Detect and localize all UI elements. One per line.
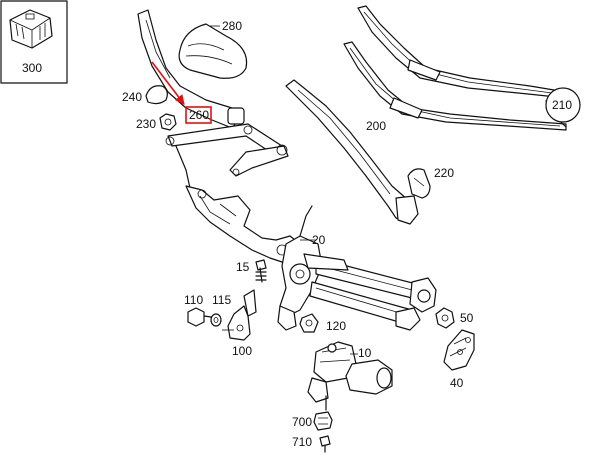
- part-20-wiper-frame: 20: [185, 185, 437, 331]
- label-300: 300: [22, 61, 42, 75]
- label-120: 120: [326, 319, 346, 333]
- highlight-260: 260: [151, 61, 212, 124]
- part-40-bracket: 40: [443, 329, 475, 390]
- part-15-bolt: 15: [236, 259, 267, 283]
- label-110: 110: [184, 293, 203, 307]
- part-240-cap: 240: [122, 85, 168, 105]
- highlight-arrow-head: [175, 94, 185, 105]
- label-20: 20: [312, 233, 326, 247]
- inset-frame: [0, 0, 68, 84]
- label-260: 260: [189, 108, 209, 122]
- part-220-cap: 220: [407, 166, 454, 199]
- highlight-box: [185, 106, 212, 124]
- label-50: 50: [460, 311, 474, 325]
- label-10: 10: [358, 346, 372, 360]
- part-50-nut: 50: [435, 307, 474, 329]
- part-260-wiper-arm: [137, 9, 245, 129]
- label-200: 200: [366, 119, 386, 133]
- label-40: 40: [450, 376, 464, 390]
- label-210-circle: [545, 87, 581, 123]
- label-15: 15: [236, 260, 250, 274]
- label-280: 280: [222, 19, 242, 33]
- part-280-cover: 280: [178, 19, 248, 79]
- label-700: 700: [292, 415, 312, 429]
- part-100-bracket: 100: [222, 289, 257, 358]
- part-115-washer: 115: [210, 293, 231, 327]
- label-710: 710: [292, 435, 312, 449]
- part-10-wiper-motor: 10: [307, 341, 393, 411]
- label-210: 210: [552, 98, 572, 112]
- part-230-nut: 230: [136, 113, 177, 131]
- linkage-rods: [165, 123, 289, 189]
- part-210-wiper-blades: 210: [343, 5, 581, 131]
- part-120-grommet: 120: [299, 313, 346, 333]
- part-700-connector: 700: [292, 411, 333, 431]
- label-115: 115: [212, 293, 231, 307]
- label-240: 240: [122, 90, 142, 104]
- part-710-clip: 710: [292, 435, 331, 453]
- part-300-connector-drawing: [9, 9, 53, 49]
- highlight-arrow-line: [151, 61, 185, 105]
- part-200-wiper-arm: 200: [285, 79, 419, 225]
- part-300-inset: 300: [0, 0, 68, 84]
- label-230: 230: [136, 117, 156, 131]
- label-220: 220: [434, 166, 454, 180]
- label-100: 100: [232, 344, 252, 358]
- part-110-bolt: 110: [184, 293, 219, 327]
